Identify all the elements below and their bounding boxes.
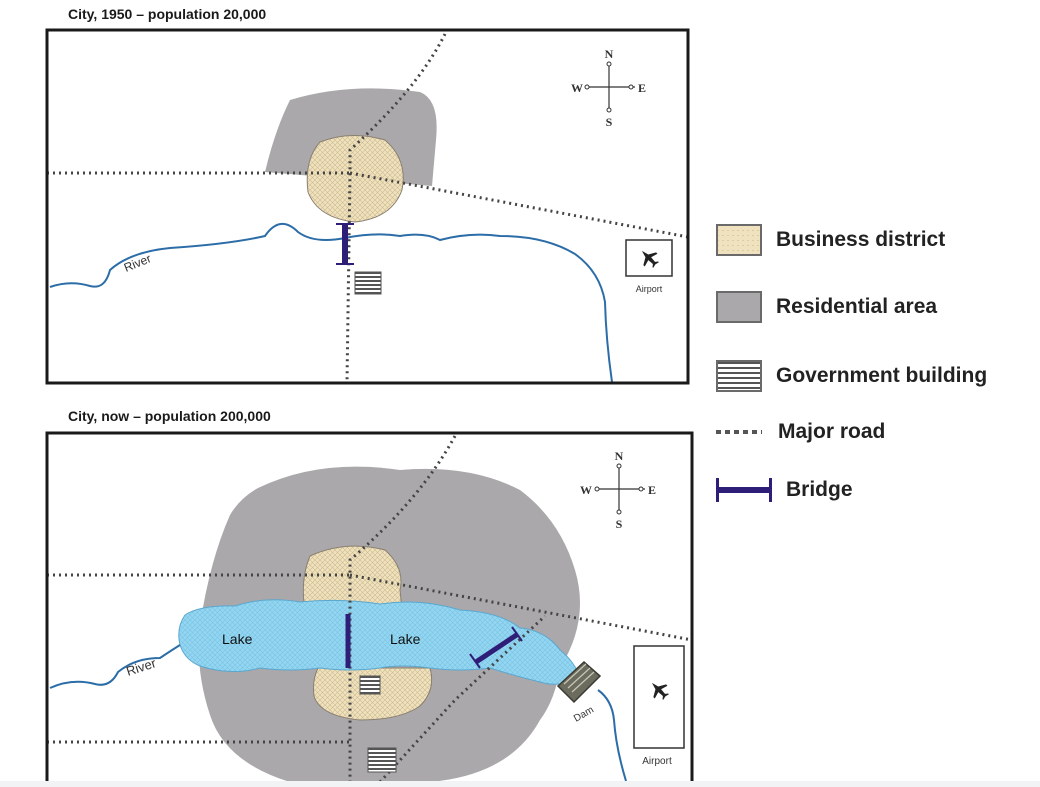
map-frame-now xyxy=(45,431,694,781)
bottom-bar xyxy=(0,781,1040,787)
river-downstream xyxy=(597,689,627,781)
map-now: Dam Lake Lake River Airport N S W xyxy=(45,431,694,781)
dam-label: Dam xyxy=(572,705,596,725)
legend-government-building: Government building xyxy=(716,360,987,392)
compass-w: W xyxy=(580,483,592,497)
map-title-now: City, now – population 200,000 xyxy=(68,408,271,424)
lake-west-label: Lake xyxy=(222,631,253,647)
government-building-old xyxy=(359,675,381,695)
compass-s: S xyxy=(606,115,613,129)
river-label: River xyxy=(124,655,158,679)
airport: Airport xyxy=(625,239,673,294)
business-district-north xyxy=(302,545,403,611)
map-1950: River Airport N S W E xyxy=(45,28,690,385)
major-roads xyxy=(47,33,688,383)
airport: Airport xyxy=(633,645,685,767)
dam xyxy=(556,660,602,704)
map-title-1950: City, 1950 – population 20,000 xyxy=(68,6,267,22)
bridge-swatch xyxy=(716,478,772,502)
compass-icon: N S W E xyxy=(571,47,646,129)
bridge-east xyxy=(469,626,523,669)
major-road-swatch xyxy=(716,430,762,434)
bridge xyxy=(336,223,354,265)
compass-n: N xyxy=(615,449,624,463)
compass-icon: N S W E xyxy=(580,449,656,531)
major-roads xyxy=(47,435,692,781)
compass-s: S xyxy=(616,517,623,531)
legend-label: Residential area xyxy=(776,295,938,318)
legend-label: Government building xyxy=(776,364,988,387)
legend-residential-area: Residential area xyxy=(716,291,937,323)
airport-label: Airport xyxy=(642,756,672,767)
compass-e: E xyxy=(648,483,656,497)
map-frame-1950 xyxy=(45,28,690,385)
airplane-icon xyxy=(651,682,669,700)
government-building xyxy=(354,271,382,295)
lake-east-label: Lake xyxy=(390,631,421,647)
legend-bridge: Bridge xyxy=(716,478,853,502)
airport-label: Airport xyxy=(636,284,663,294)
compass-n: N xyxy=(605,47,614,61)
legend-business-district: Business district xyxy=(716,224,945,256)
business-district xyxy=(306,134,404,223)
legend-label: Major road xyxy=(778,420,886,443)
compass-w: W xyxy=(571,81,583,95)
legend-major-road: Major road xyxy=(716,420,885,444)
residential-area-swatch xyxy=(716,291,762,323)
legend-label: Business district xyxy=(776,228,946,251)
compass-e: E xyxy=(638,81,646,95)
government-building-swatch xyxy=(716,360,762,392)
river xyxy=(49,644,181,689)
airplane-icon xyxy=(641,250,659,268)
government-building-new xyxy=(367,747,397,773)
business-district-swatch xyxy=(716,224,762,256)
river-label: River xyxy=(122,251,153,274)
river xyxy=(49,223,613,383)
legend-label: Bridge xyxy=(786,478,853,501)
